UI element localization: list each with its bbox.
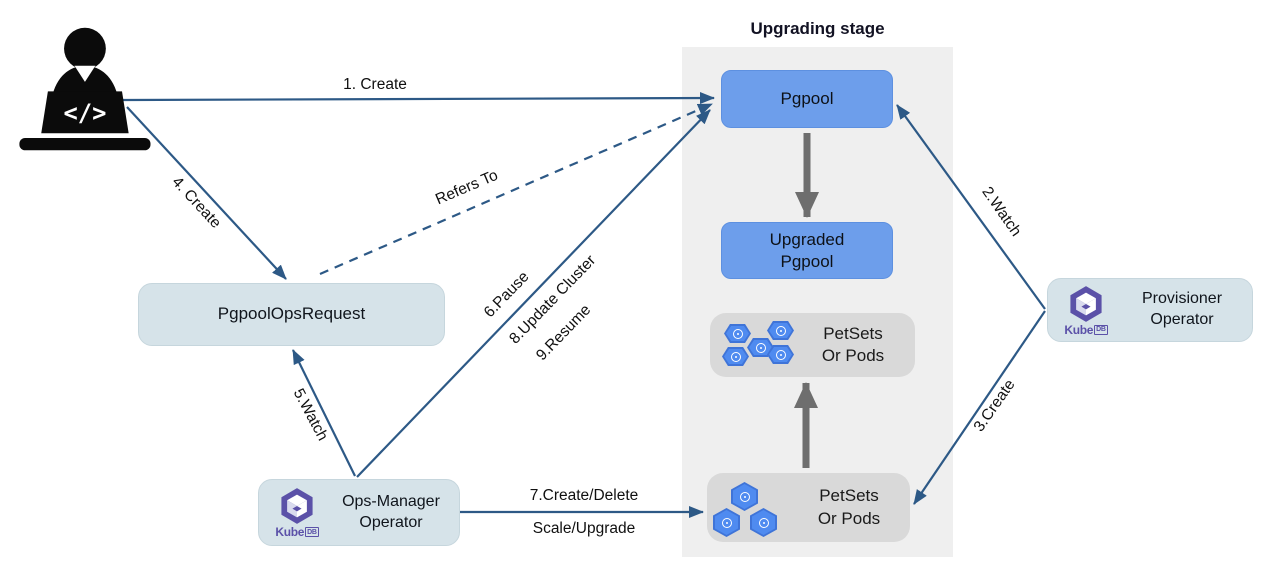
kubedb-logo: Kube DB — [1060, 285, 1112, 336]
node-upgraded-pgpool-line2: Pgpool — [780, 251, 834, 271]
pod-icon — [767, 345, 794, 364]
node-ops-manager-operator: Kube DB Ops-Manager Operator — [258, 479, 460, 546]
node-ops-manager-line2: Operator — [359, 513, 423, 531]
upgrading-stage-region — [682, 47, 953, 557]
node-pgpool: Pgpool — [721, 70, 893, 128]
arrow-4-create — [126, 106, 287, 280]
node-petsets-bottom-line2: Or Pods — [817, 508, 881, 528]
pod-icon — [731, 482, 758, 511]
laptop-code-glyph: </> — [63, 99, 106, 127]
kubedb-db-badge: DB — [305, 527, 319, 537]
kubedb-wordmark: Kube — [1064, 322, 1094, 337]
pod-icon — [747, 338, 774, 357]
edge-label-1-create: 1. Create — [343, 76, 407, 93]
node-petsets-bottom-line1: PetSets — [819, 486, 879, 506]
kubedb-logo: Kube DB — [271, 487, 323, 538]
pod-icon — [713, 508, 740, 537]
arrow-3-create — [913, 310, 1046, 505]
node-petsets-bottom: PetSets Or Pods — [707, 473, 910, 542]
node-petsets-top-line1: PetSets — [823, 323, 883, 343]
node-upgraded-pgpool-line1: Upgraded — [769, 230, 845, 250]
pods-cluster-bottom — [707, 473, 802, 542]
arrow-pause-update-resume — [356, 109, 711, 478]
arrow-5-watch — [292, 349, 356, 477]
node-provisioner-line1: Provisioner — [1141, 290, 1223, 308]
pod-icon — [724, 324, 751, 343]
developer-icon: </> — [19, 27, 151, 151]
node-pgpool-label: Pgpool — [780, 89, 834, 109]
node-petsets-top-line2: Or Pods — [821, 346, 885, 365]
pods-cluster-top — [710, 313, 805, 377]
pod-icon — [750, 508, 777, 537]
kubedb-wordmark: Kube — [275, 525, 305, 539]
arrow-1-create — [117, 92, 715, 105]
node-petsets-top: PetSets Or Pods — [710, 313, 915, 377]
node-ops-manager-line1: Ops-Manager — [342, 492, 440, 510]
upgrading-stage-title: Upgrading stage — [750, 19, 885, 38]
kubedb-db-badge: DB — [1094, 324, 1108, 335]
arrow-2-watch — [896, 104, 1046, 310]
node-pgpool-ops-request: PgpoolOpsRequest — [138, 283, 445, 346]
node-provisioner-operator: Kube DB Provisioner Operator — [1047, 278, 1253, 342]
node-pgpool-ops-request-label: PgpoolOpsRequest — [217, 304, 366, 324]
arrow-refers-to — [319, 102, 713, 276]
edge-label-7-create-delete: 7.Create/Delete — [529, 487, 639, 504]
edge-label-7-scale-upgrade: Scale/Upgrade — [532, 520, 636, 537]
pod-icon — [722, 347, 749, 366]
kubedb-hexagon-icon — [281, 488, 313, 524]
kubedb-hexagon-icon — [1070, 285, 1102, 322]
node-upgraded-pgpool: Upgraded Pgpool — [721, 222, 893, 279]
pod-icon — [767, 321, 794, 340]
node-provisioner-line2: Operator — [1150, 311, 1214, 328]
